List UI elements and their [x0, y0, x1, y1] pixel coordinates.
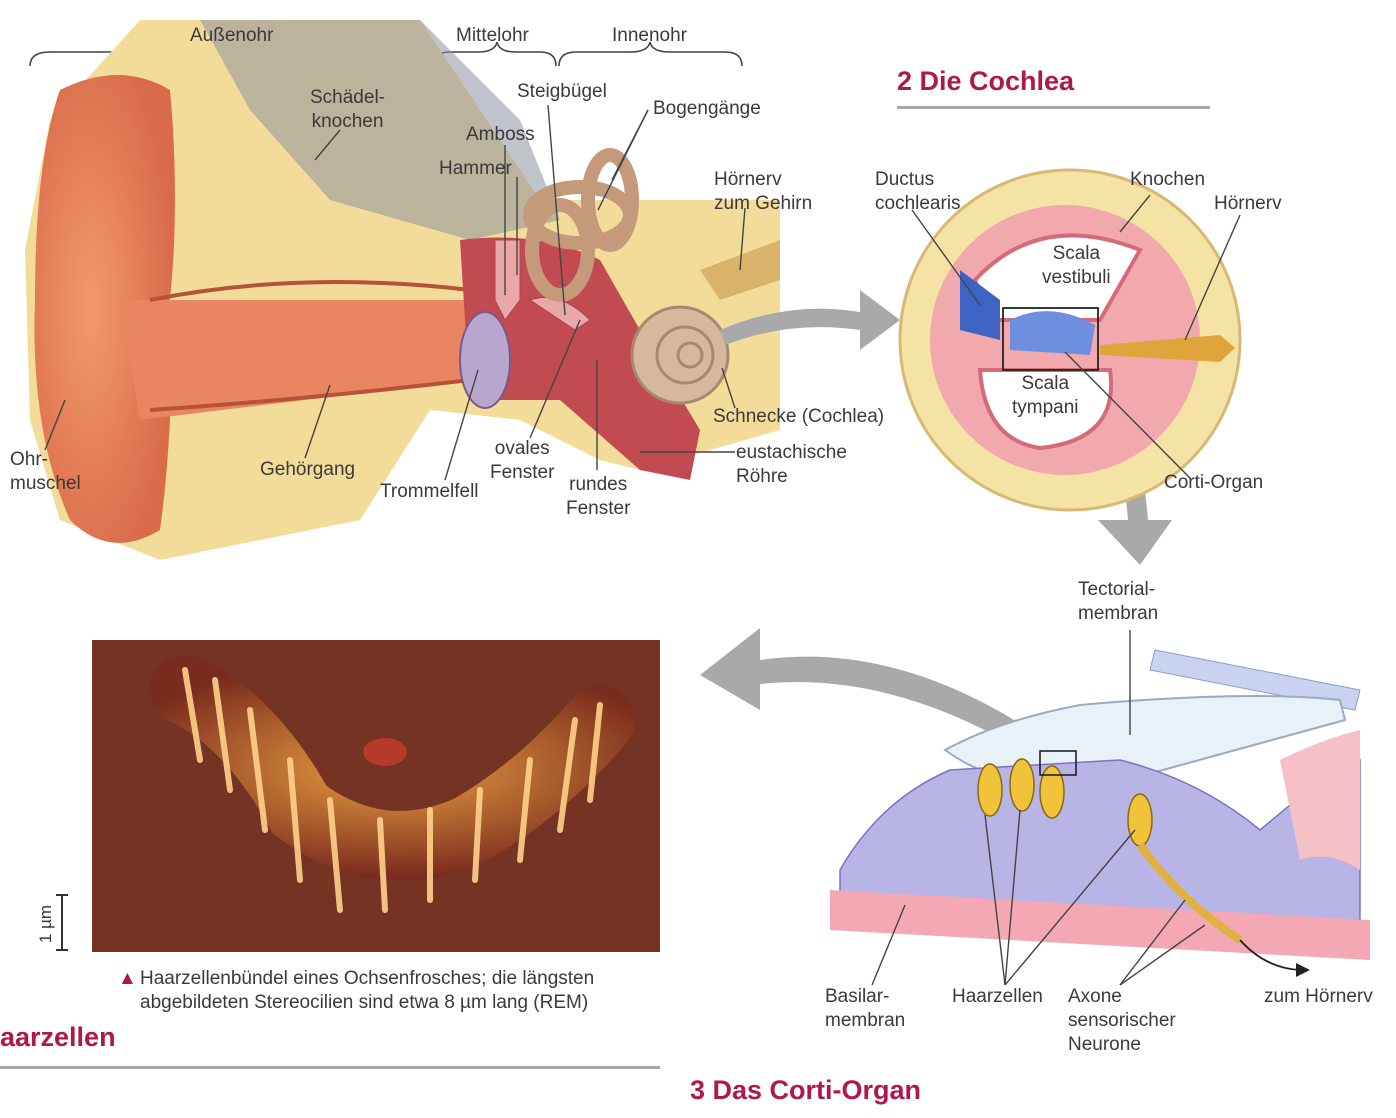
- label-middle-ear: Mittelohr: [456, 24, 529, 48]
- hair-cell-micrograph: [92, 640, 660, 952]
- label-sensory-axons: Axone sensorischer Neurone: [1068, 985, 1176, 1057]
- scale-label: 1 µm: [34, 905, 58, 943]
- label-skull: Schädel- knochen: [310, 86, 385, 134]
- label-cochlea: Schnecke (Cochlea): [713, 405, 884, 429]
- cochlea-title: 2 Die Cochlea: [897, 66, 1074, 97]
- label-eardrum: Trommelfell: [380, 480, 479, 504]
- label-auditory-nerve-brain: Hörnerv zum Gehirn: [714, 168, 812, 216]
- label-stapes: Steigbügel: [517, 80, 607, 104]
- label-outer-ear: Außenohr: [190, 24, 273, 48]
- cochlea-title-rule: [897, 106, 1210, 109]
- label-basilar-membrane: Basilar- membran: [825, 985, 905, 1033]
- label-incus: Amboss: [466, 123, 535, 147]
- label-scala-vestibuli: Scala vestibuli: [1042, 242, 1111, 290]
- micrograph-caption: Haarzellenbündel eines Ochsenfrosches; d…: [140, 967, 594, 1015]
- label-tectorial-membrane: Tectorial- membran: [1078, 578, 1158, 626]
- label-eustachian-tube: eustachische Röhre: [736, 441, 847, 489]
- label-corti-organ: Corti-Organ: [1164, 471, 1263, 495]
- cochlea-illustration: [900, 170, 1240, 510]
- label-ductus-cochlearis: Ductus cochlearis: [875, 168, 961, 216]
- label-oval-window: ovales Fenster: [490, 437, 554, 485]
- label-ear-canal: Gehörgang: [260, 458, 355, 482]
- haircells-title-rule: [0, 1066, 660, 1069]
- label-to-auditory-nerve: zum Hörnerv: [1264, 985, 1373, 1009]
- label-malleus: Hammer: [439, 157, 512, 181]
- label-pinna: Ohr- muschel: [10, 448, 81, 496]
- label-round-window: rundes Fenster: [566, 473, 630, 521]
- label-cochlea-nerve: Hörnerv: [1214, 192, 1282, 216]
- label-scala-tympani: Scala tympani: [1012, 372, 1079, 420]
- caption-marker: ▲: [118, 967, 137, 991]
- haircells-section-title: aarzellen: [0, 1022, 116, 1053]
- label-inner-ear: Innenohr: [612, 24, 687, 48]
- label-bone: Knochen: [1130, 168, 1205, 192]
- label-hair-cells: Haarzellen: [952, 985, 1043, 1009]
- corti-title: 3 Das Corti-Organ: [690, 1075, 921, 1106]
- label-semicircular-canals: Bogengänge: [653, 97, 761, 121]
